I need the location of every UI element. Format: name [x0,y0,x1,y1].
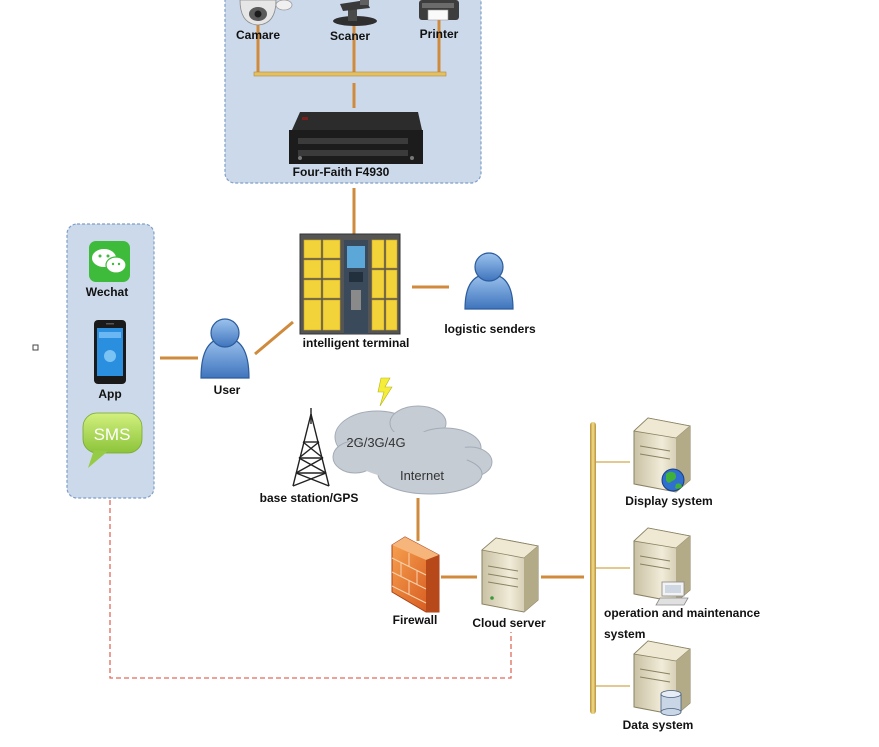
logistic-senders-label: logistic senders [444,322,536,336]
logistic-sender-person-icon [464,252,514,310]
printer-label: Printer [420,27,459,41]
internet-label: Internet [400,468,444,483]
user-label: User [214,383,241,397]
marker-icon [32,344,39,351]
database-icon [660,690,682,716]
scanner-label: Scaner [330,29,370,43]
router-icon [289,112,423,164]
intelligent-terminal-icon [299,233,401,335]
operation-maintenance-label-line1: operation and maintenance [604,606,760,620]
user-person-icon [200,318,250,379]
printer-icon [419,0,459,21]
scanner-icon [333,0,377,26]
router-label: Four-Faith F4930 [293,165,390,179]
terminal-workstation-icon [655,581,689,606]
display-system-label: Display system [625,494,712,508]
notification-link [109,500,512,679]
base-station-label: base station/GPS [260,491,359,505]
camera-icon [239,0,293,26]
cloud-server-label: Cloud server [472,616,546,630]
firewall-icon [391,536,440,613]
device-bus-bar [253,71,447,77]
sms-icon: SMS [82,412,143,468]
connection-lines [160,15,584,579]
wireless-signal-icon [377,377,393,407]
base-station-tower-icon [292,408,330,487]
network-type-label: 2G/3G/4G [346,435,405,450]
app-label: App [98,387,121,401]
wechat-icon [89,241,130,282]
app-phone-icon [94,320,126,384]
cloud-server-icon [481,537,539,613]
wechat-label: Wechat [86,285,128,299]
firewall-label: Firewall [393,613,438,627]
internet-cloud-fill [352,431,468,479]
svg-text:SMS: SMS [94,425,131,444]
globe-icon [661,468,685,492]
camera-label: Camare [236,28,280,42]
operation-maintenance-label-line2: system [604,627,645,641]
system-bus-branches [596,461,630,687]
intelligent-terminal-label: intelligent terminal [303,336,410,350]
data-system-label: Data system [623,718,694,732]
system-bus [590,422,596,714]
